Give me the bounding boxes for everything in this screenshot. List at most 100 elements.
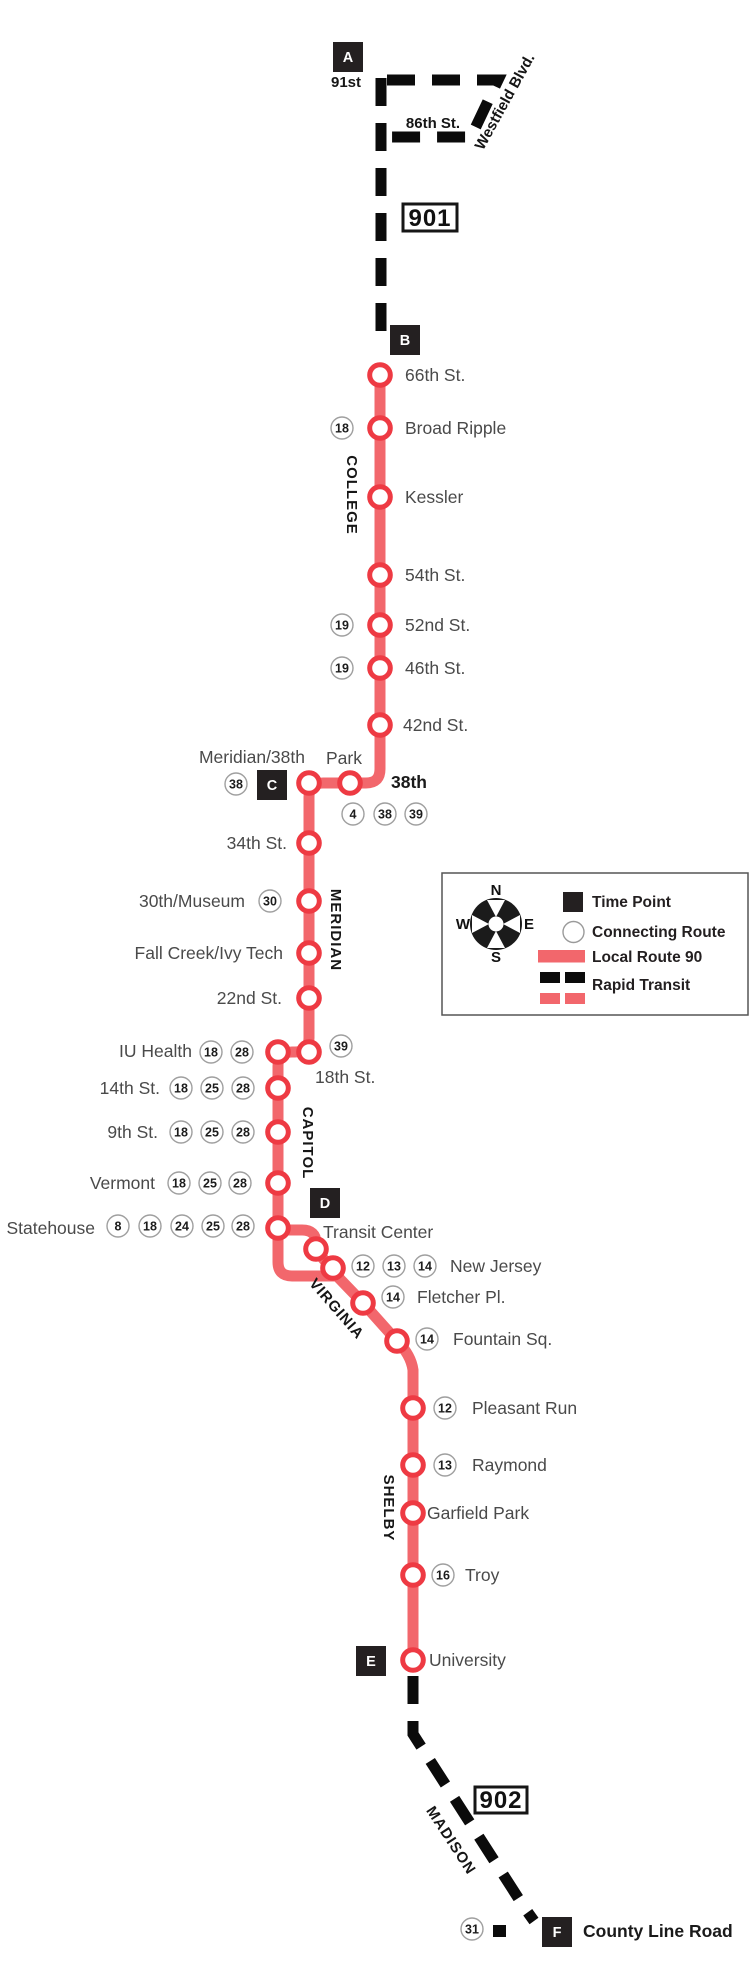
- stop-label-14th: 14th St.: [100, 1078, 160, 1098]
- legend-timepoint-swatch: [563, 892, 583, 912]
- time-point-e-letter: E: [366, 1654, 376, 1670]
- svg-text:4: 4: [350, 808, 357, 822]
- svg-text:18: 18: [204, 1046, 218, 1060]
- badge-newjersey-12: 12: [351, 1254, 375, 1278]
- badge-9th-18: 18: [169, 1120, 193, 1144]
- svg-text:25: 25: [203, 1177, 217, 1191]
- stop-label-iu-health: IU Health: [119, 1041, 192, 1061]
- legend-rapid-dash-black-2: [565, 972, 585, 983]
- compass-notch-s: [487, 931, 505, 948]
- rapid-transit-north-segment: [375, 74, 507, 346]
- badge-38th-4: 4: [341, 802, 365, 826]
- svg-text:18: 18: [172, 1177, 186, 1191]
- svg-text:18: 18: [174, 1126, 188, 1140]
- red-main-path: [272, 370, 419, 1660]
- rapid-north-loop: [387, 74, 507, 143]
- corridor-label-college: COLLEGE: [343, 455, 360, 535]
- stop-14th: [265, 1075, 291, 1101]
- local-route-90-line: [272, 370, 419, 1660]
- stop-54th: [367, 562, 393, 588]
- svg-text:14: 14: [418, 1260, 432, 1274]
- compass-w: W: [456, 916, 471, 933]
- stop-label-new-jersey: New Jersey: [450, 1256, 542, 1276]
- time-point-e: E: [356, 1646, 386, 1676]
- time-point-c-letter: C: [267, 778, 278, 794]
- stop-fall-creek: [296, 940, 322, 966]
- compass-notch-n: [487, 900, 505, 917]
- legend-rapid-dash-red-1: [540, 993, 560, 1004]
- stop-label-troy: Troy: [465, 1565, 500, 1585]
- badge-fountain-14: 14: [415, 1327, 439, 1351]
- compass-center: [488, 916, 504, 932]
- rapid-south-dash: [493, 1925, 506, 1937]
- stop-label-kessler: Kessler: [405, 487, 464, 507]
- stop-fletcher: [350, 1290, 376, 1316]
- stop-34th: [296, 830, 322, 856]
- stop-9th: [265, 1119, 291, 1145]
- time-point-c-square: [257, 770, 287, 800]
- badge-14th-18: 18: [169, 1076, 193, 1100]
- stop-iu-health: [265, 1039, 291, 1065]
- stop-22nd: [296, 985, 322, 1011]
- badge-broad-ripple-18: 18: [330, 416, 354, 440]
- svg-text:39: 39: [334, 1040, 348, 1054]
- svg-text:30: 30: [263, 895, 277, 909]
- badge-14th-28: 28: [231, 1076, 255, 1100]
- compass-notch-w: [472, 915, 489, 933]
- time-point-b-letter: B: [400, 333, 410, 349]
- badge-14th-25: 25: [200, 1076, 224, 1100]
- stop-label-statehouse: Statehouse: [6, 1218, 95, 1238]
- compass-e: E: [524, 916, 534, 933]
- stop-label-vermont: Vermont: [90, 1173, 155, 1193]
- stop-labels: 66th St. Broad Ripple Kessler 54th St. 5…: [6, 365, 577, 1670]
- stop-label-fountain-sq: Fountain Sq.: [453, 1329, 552, 1349]
- legend-connecting-label: Connecting Route: [592, 924, 726, 941]
- badge-18th-39: 39: [329, 1034, 353, 1058]
- stop-troy: [400, 1562, 426, 1588]
- legend-rapid-dash-black-1: [540, 972, 560, 983]
- badge-statehouse-25: 25: [201, 1214, 225, 1238]
- svg-text:28: 28: [236, 1126, 250, 1140]
- stop-label-34th: 34th St.: [227, 833, 287, 853]
- compass-rose: N W E S: [456, 882, 534, 966]
- stop-label-18th: 18th St.: [315, 1067, 375, 1087]
- stop-label-52nd: 52nd St.: [405, 615, 470, 635]
- badge-vermont-28: 28: [228, 1171, 252, 1195]
- badge-fletcher-14: 14: [381, 1285, 405, 1309]
- time-point-c: C: [257, 770, 287, 800]
- route-box-902: 902: [473, 1785, 529, 1815]
- time-point-d-square: [310, 1188, 340, 1218]
- stop-label-fall-creek: Fall Creek/Ivy Tech: [135, 943, 283, 963]
- stop-label-park: Park: [326, 748, 362, 768]
- route-box-901-frame: [401, 202, 459, 233]
- svg-text:25: 25: [205, 1126, 219, 1140]
- svg-text:14: 14: [420, 1333, 434, 1347]
- rapid-transit-south-segment: [407, 1676, 539, 1937]
- stop-statehouse: [265, 1215, 291, 1241]
- time-point-b-square: [390, 325, 420, 355]
- badge-52nd-19: 19: [330, 613, 354, 637]
- stop-garfield-park: [400, 1500, 426, 1526]
- badge-9th-25: 25: [200, 1120, 224, 1144]
- svg-text:19: 19: [335, 662, 349, 676]
- stop-label-fletcher: Fletcher Pl.: [417, 1287, 506, 1307]
- time-point-a-square: [333, 42, 363, 72]
- badge-statehouse-18: 18: [138, 1214, 162, 1238]
- stop-46th: [367, 655, 393, 681]
- badge-raymond-13: 13: [433, 1453, 457, 1477]
- svg-text:28: 28: [236, 1082, 250, 1096]
- badge-46th-19: 19: [330, 656, 354, 680]
- svg-text:28: 28: [233, 1177, 247, 1191]
- stop-park: [337, 770, 363, 796]
- svg-text:39: 39: [409, 808, 423, 822]
- stop-pleasant-run: [400, 1395, 426, 1421]
- time-point-f: F: [542, 1917, 572, 1947]
- stop-label-university: University: [429, 1650, 506, 1670]
- stop-fountain-sq: [384, 1328, 410, 1354]
- badge-vermont-25: 25: [198, 1171, 222, 1195]
- badge-pleasant-12: 12: [433, 1396, 457, 1420]
- badge-newjersey-13: 13: [382, 1254, 406, 1278]
- street-label-38th: 38th: [391, 772, 427, 792]
- route-box-902-frame: [473, 1785, 529, 1815]
